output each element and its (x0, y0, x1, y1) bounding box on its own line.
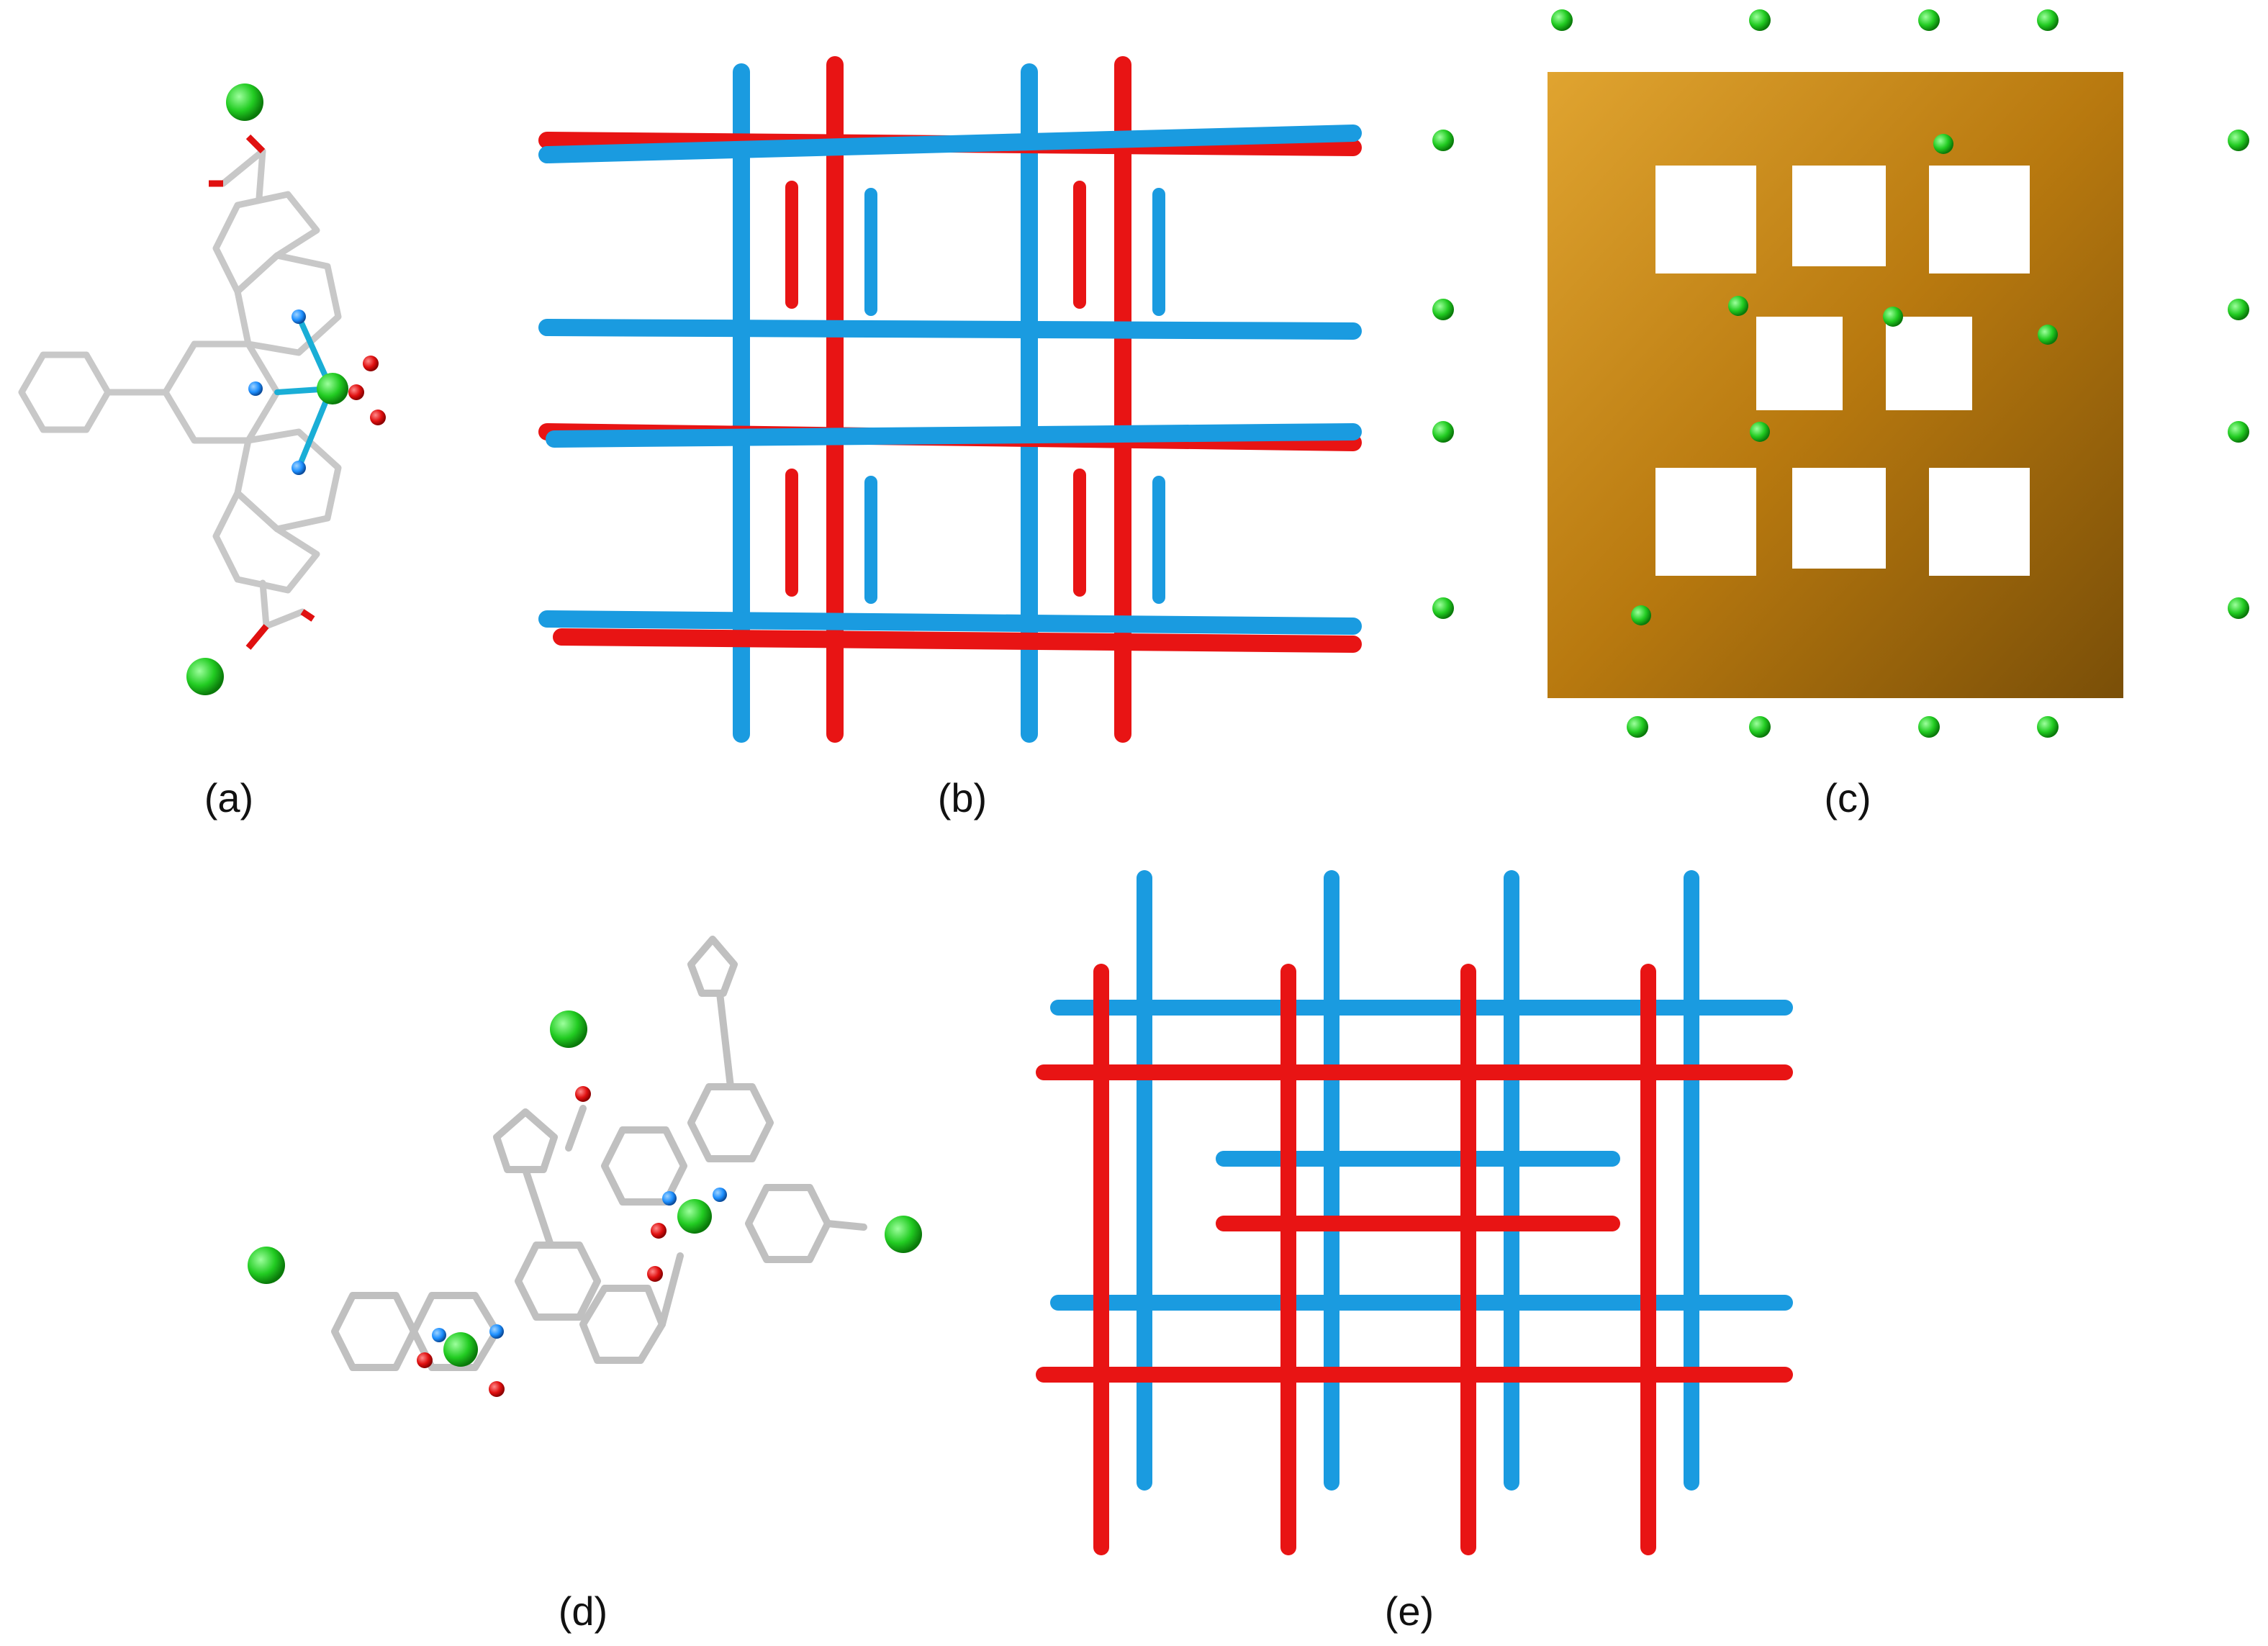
panel-label-a: (a) (204, 775, 253, 820)
panel-c-atoms (1432, 9, 2249, 738)
panel-c-pore-surface (1548, 72, 2123, 698)
panel-a-atoms (186, 83, 386, 695)
panel-labels: (a) (b) (c) (d) (e) (204, 775, 1871, 1634)
panel-e-framework (1036, 870, 1793, 1555)
panel-label-d: (d) (559, 1588, 607, 1634)
panel-d-atoms (248, 1010, 922, 1397)
panel-label-b: (b) (938, 775, 987, 820)
panel-b-framework (538, 56, 1362, 743)
panel-label-e: (e) (1385, 1588, 1434, 1634)
panel-d-structure (331, 936, 867, 1371)
panel-label-c: (c) (1824, 775, 1871, 820)
